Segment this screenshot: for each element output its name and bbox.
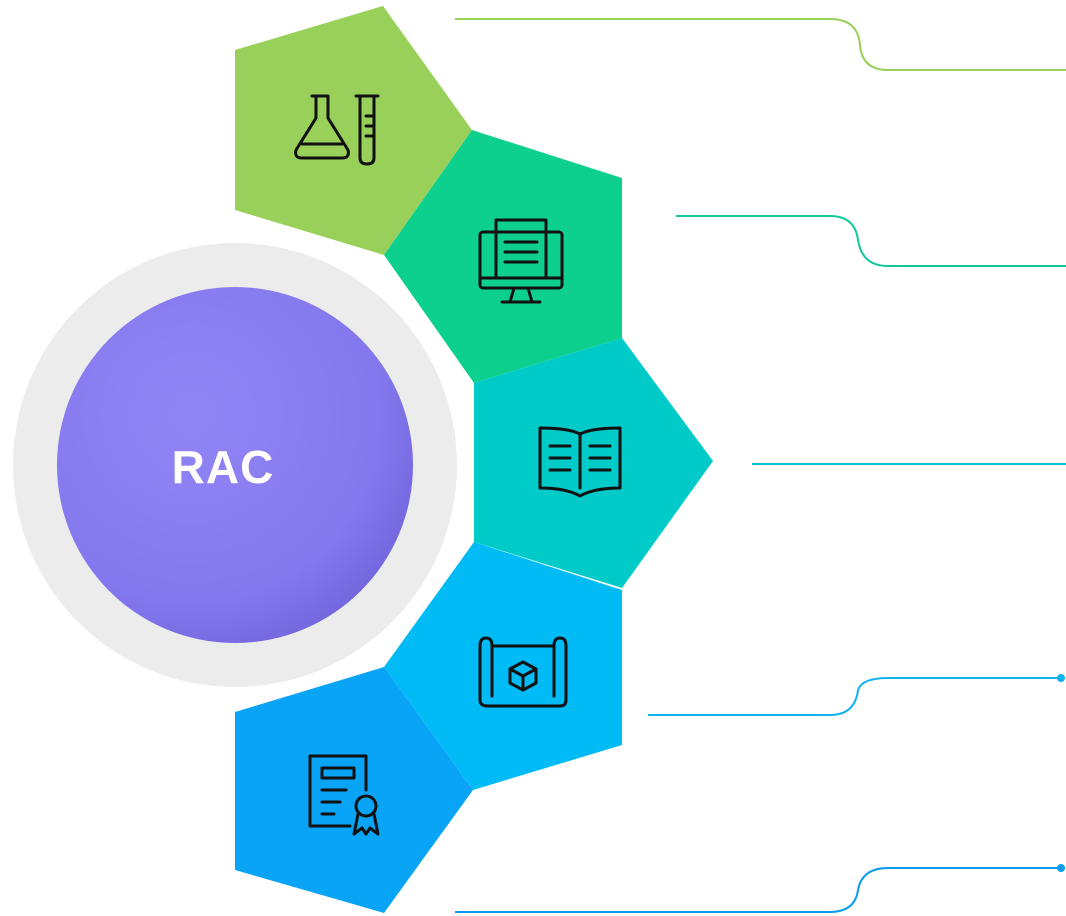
center-label: RAC	[172, 441, 275, 493]
connector-dot-4	[1057, 674, 1065, 682]
connector-line-1	[455, 18, 1066, 71]
lab-flask-test-tube-icon	[294, 94, 380, 166]
computer-monitor-document-icon	[478, 218, 564, 304]
certificate-award-icon	[308, 754, 380, 836]
segment-2	[384, 130, 622, 383]
blueprint-box-icon	[478, 636, 568, 708]
connector-line-5	[455, 867, 1060, 913]
center-circle	[57, 287, 413, 643]
segment-5	[235, 667, 473, 913]
center-node: RAC	[13, 243, 457, 687]
segment-4	[384, 542, 622, 790]
open-book-icon	[538, 426, 622, 498]
segments	[235, 6, 713, 913]
connector-line-2	[676, 215, 1066, 267]
connector-line-4	[648, 677, 1060, 716]
connector-lines	[455, 18, 1066, 913]
connector-dot-5	[1057, 864, 1065, 872]
segment-1	[235, 6, 472, 255]
segment-3	[474, 338, 713, 588]
